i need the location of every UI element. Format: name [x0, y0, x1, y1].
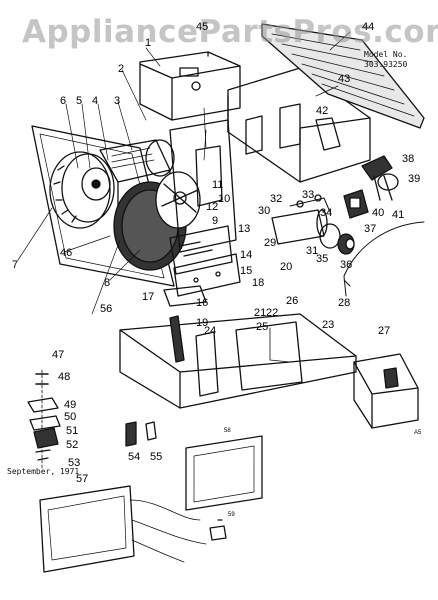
thermostat-parts	[361, 155, 399, 201]
hardware-stack	[27, 369, 61, 471]
part-label-10: 10	[218, 193, 230, 205]
part-label-17: 17	[142, 291, 154, 303]
part-label-24: 24	[204, 325, 216, 337]
part-label-49: 49	[64, 399, 76, 411]
part-label-31: 31	[306, 245, 318, 257]
part-label-27: 27	[378, 325, 390, 337]
part-label-3: 3	[114, 95, 120, 107]
part-label-56: 56	[100, 303, 112, 315]
part-label-41: 41	[392, 209, 404, 221]
part-label-47: 47	[52, 349, 64, 361]
part-label-26: 26	[286, 295, 298, 307]
part-label-22: 22	[266, 307, 278, 319]
part-label-8: 8	[104, 277, 110, 289]
part-label-25: 25	[256, 321, 268, 333]
part-label-43: 43	[338, 73, 350, 85]
part-label-23: 23	[322, 319, 334, 331]
part-label-32: 32	[270, 193, 282, 205]
part-label-21: 21	[254, 307, 266, 319]
model-number: 303.93250	[364, 60, 408, 69]
rear-panel	[185, 435, 263, 511]
part-label-46: 46	[60, 247, 72, 259]
part-label-35: 35	[316, 253, 328, 265]
part-label-4: 4	[92, 95, 98, 107]
corner-mark: A5	[414, 430, 422, 436]
part-label-50: 50	[64, 411, 76, 423]
part-label-29: 29	[264, 237, 276, 249]
part-label-19: 19	[196, 317, 208, 329]
part-label-5: 5	[76, 95, 82, 107]
model-label: Model No.	[364, 50, 408, 59]
part-label-15: 15	[240, 265, 252, 277]
part-label-36: 36	[340, 259, 352, 271]
part-label-48: 48	[58, 371, 70, 383]
upper-housing	[139, 51, 241, 121]
part-label-30: 30	[258, 205, 270, 217]
scroll-housing	[169, 119, 237, 253]
part-label-39: 39	[408, 173, 420, 185]
part-label-12: 12	[206, 201, 218, 213]
part-label-45: 45	[196, 21, 208, 33]
back-panel	[31, 125, 175, 287]
front-cover	[39, 485, 207, 573]
part-label-38: 38	[402, 153, 414, 165]
part-label-42: 42	[316, 105, 328, 117]
part-label-14: 14	[240, 249, 252, 261]
part-label-40: 40	[372, 207, 384, 219]
part-label-52: 52	[66, 439, 78, 451]
control-box	[169, 225, 233, 275]
watermark-text: AppliancePartsPros.com	[22, 14, 438, 50]
part-label-2: 2	[118, 63, 124, 75]
part-label-16: 16	[196, 297, 208, 309]
part-label-9: 9	[212, 215, 218, 227]
power-wire	[343, 221, 425, 297]
model-number-block: Model No. 303.93250	[364, 50, 434, 70]
mount-bracket	[163, 285, 207, 307]
part-label-54: 54	[128, 451, 140, 463]
blower-wheel-left	[49, 151, 115, 229]
part-label-51: 51	[66, 425, 78, 437]
part-label-34: 34	[320, 207, 332, 219]
part-label-37: 37	[364, 223, 376, 235]
part-label-33: 33	[302, 189, 314, 201]
part-label-28: 28	[338, 297, 350, 309]
grille	[261, 23, 425, 129]
base-pan	[119, 313, 357, 409]
plug	[209, 519, 227, 541]
small-fittings	[125, 421, 157, 447]
part-label-13: 13	[238, 223, 250, 235]
part-label-59: 59	[228, 512, 235, 518]
control-knob	[343, 189, 369, 219]
part-label-55: 55	[150, 451, 162, 463]
bracket-plate	[173, 253, 241, 297]
date-note: September, 1971	[7, 467, 80, 476]
part-label-11: 11	[212, 179, 223, 191]
part-label-53: 53	[68, 457, 80, 469]
part-label-57: 57	[76, 473, 88, 485]
leader-lines	[17, 31, 351, 315]
capacitor	[271, 209, 328, 245]
part-label-18: 18	[252, 277, 264, 289]
part-label-7: 7	[12, 259, 18, 271]
switch-assembly	[289, 194, 355, 255]
part-label-20: 20	[280, 261, 292, 273]
part-label-44: 44	[362, 21, 374, 33]
part-label-58: 58	[224, 428, 231, 434]
part-label-1: 1	[145, 37, 151, 49]
side-tray	[353, 353, 419, 429]
part-label-6: 6	[60, 95, 66, 107]
